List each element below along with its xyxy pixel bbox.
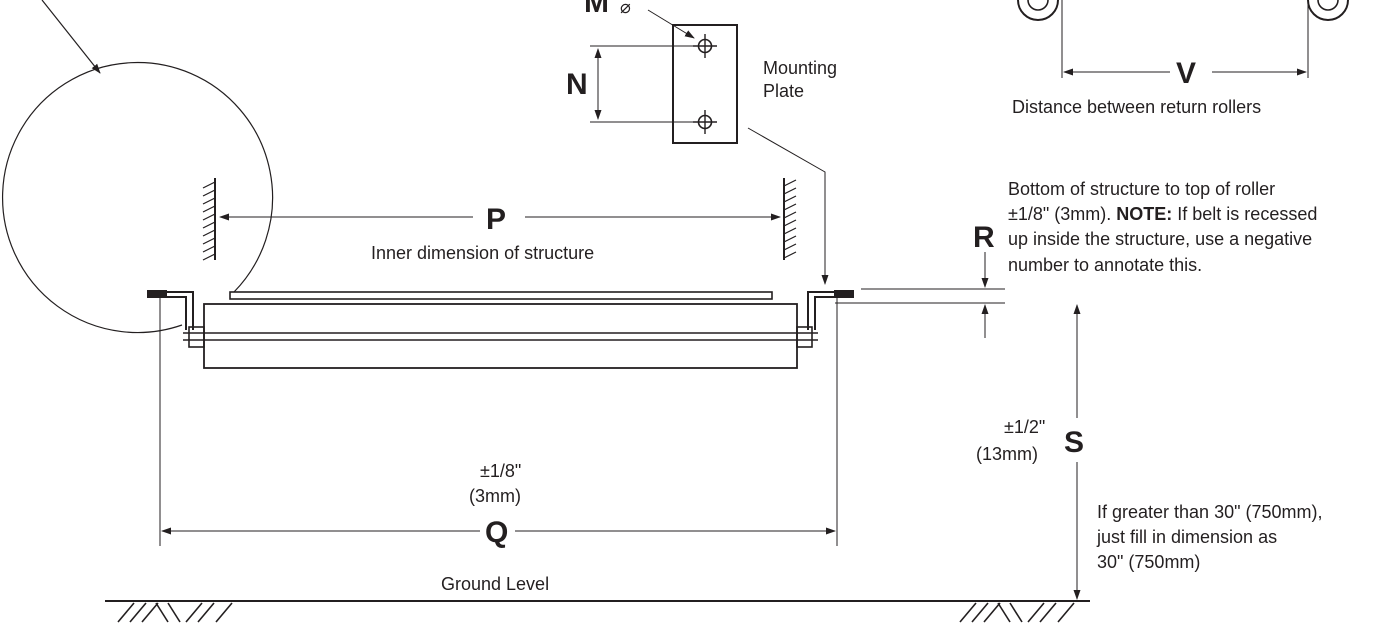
q-dimension-lines <box>159 297 838 546</box>
q-tolerance-line1: ±1/8" <box>480 461 521 481</box>
mounting-plate <box>672 24 738 144</box>
plate-to-bracket-leader <box>747 127 829 285</box>
s-note-line3: 30" (750mm) <box>1097 552 1200 572</box>
roller-body <box>203 303 798 369</box>
diameter-symbol: ⌀ <box>620 0 631 17</box>
belt-blade <box>229 291 773 300</box>
letter-s: S <box>1064 426 1084 459</box>
letter-q: Q <box>485 516 508 549</box>
letter-p: P <box>486 203 506 236</box>
pulley-circle <box>1 61 274 334</box>
s-tolerance-line1: ±1/2" <box>1004 417 1045 437</box>
letter-r: R <box>973 221 995 254</box>
r-note-line3: up inside the structure, use a negative <box>1008 229 1312 249</box>
mounting-plate-label-line1: Mounting <box>763 58 837 78</box>
bracket-right <box>796 290 854 348</box>
return-roller-left <box>1017 0 1063 78</box>
m-leader-arrow <box>647 9 695 39</box>
s-note-line1: If greater than 30" (750mm), <box>1097 502 1323 522</box>
n-dimension-lines <box>590 45 700 123</box>
r-note-line1: Bottom of structure to top of roller <box>1008 179 1275 199</box>
s-note: If greater than 30" (750mm), just fill i… <box>1096 502 1323 572</box>
s-note-line2: just fill in dimension as <box>1096 527 1277 547</box>
letter-n: N <box>566 68 588 101</box>
r-note: Bottom of structure to top of roller ±1/… <box>1008 179 1317 275</box>
q-tolerance-line2: (3mm) <box>469 486 521 506</box>
r-note-line2: ±1/8" (3mm). NOTE: If belt is recessed <box>1008 204 1317 224</box>
letter-v: V <box>1176 57 1196 90</box>
mounting-plate-label-line2: Plate <box>763 81 804 101</box>
s-tolerance-line2: (13mm) <box>976 444 1038 464</box>
structure-wall-left <box>202 178 216 261</box>
bracket-left <box>147 290 205 348</box>
inner-dimension-label: Inner dimension of structure <box>371 243 594 263</box>
ground-line <box>105 600 1090 623</box>
return-roller-right <box>1307 0 1349 78</box>
roller-shaft <box>183 332 818 341</box>
structure-wall-right <box>783 178 797 260</box>
letter-m: M <box>584 0 609 19</box>
ground-level-label: Ground Level <box>441 574 549 594</box>
r-dimension-lines <box>835 252 1005 338</box>
return-rollers-label: Distance between return rollers <box>1012 97 1261 117</box>
pulley-leader-arrow <box>41 0 101 74</box>
r-note-line4: number to annotate this. <box>1008 255 1202 275</box>
